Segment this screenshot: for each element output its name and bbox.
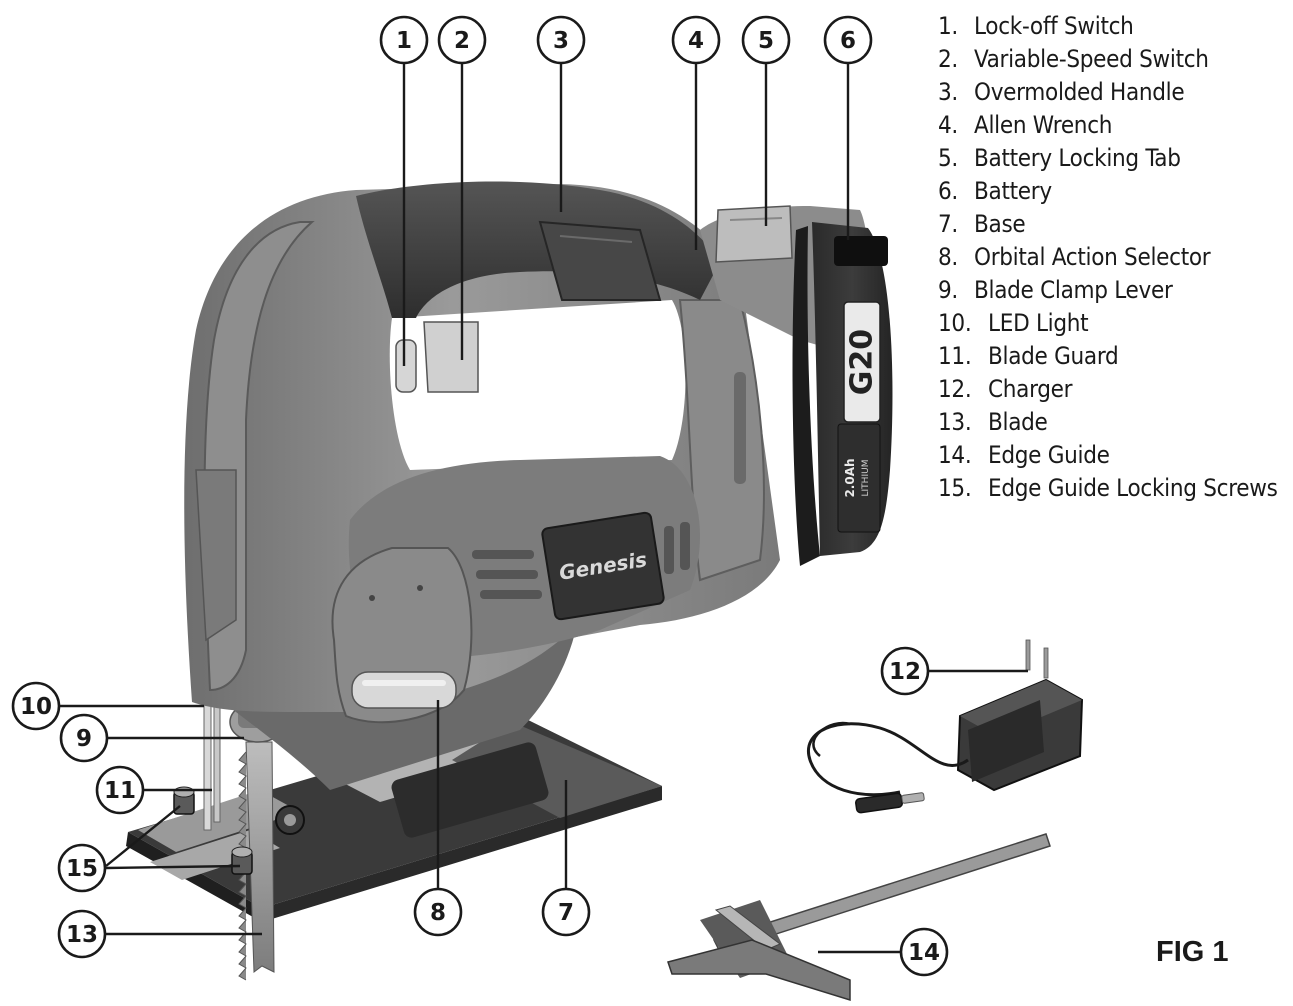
svg-text:2: 2 <box>454 28 470 54</box>
parts-list-item: 12.Charger <box>938 375 1073 403</box>
callout-4: 4 <box>671 15 721 65</box>
parts-list-item: 2.Variable-Speed Switch <box>938 45 1209 73</box>
callout-6: 6 <box>823 15 873 65</box>
parts-list-item: 10.LED Light <box>938 309 1089 337</box>
callout-13: 13 <box>57 909 107 959</box>
svg-text:10: 10 <box>20 694 52 720</box>
battery-label: G20 2.0Ah LITHIUM <box>837 301 881 533</box>
callout-3: 3 <box>536 15 586 65</box>
leader-lines <box>60 64 1028 954</box>
figure-label: FIG 1 <box>1156 936 1229 968</box>
battery-locking-tab <box>715 205 793 263</box>
callout-1: 1 <box>379 15 429 65</box>
svg-text:11: 11 <box>104 778 136 804</box>
parts-list-item: 11.Blade Guard <box>938 342 1119 370</box>
svg-text:3: 3 <box>553 28 569 54</box>
svg-text:12: 12 <box>889 659 921 685</box>
vent-slots <box>472 522 690 599</box>
parts-list-item: 4.Allen Wrench <box>938 111 1113 139</box>
parts-list: 1.Lock-off Switch 2.Variable-Speed Switc… <box>938 10 1278 505</box>
charger <box>806 639 1084 814</box>
svg-text:4: 4 <box>688 28 704 54</box>
svg-text:6: 6 <box>840 28 856 54</box>
parts-list-item: 8.Orbital Action Selector <box>938 243 1211 271</box>
lock-off-switch <box>395 339 417 393</box>
parts-list-item: 7.Base <box>938 210 1026 238</box>
parts-list-item: 14.Edge Guide <box>938 441 1110 469</box>
callout-2: 2 <box>437 15 487 65</box>
svg-text:7: 7 <box>558 900 574 926</box>
parts-list-item: 3.Overmolded Handle <box>938 78 1185 106</box>
battery-capacity-label: 2.0Ah <box>843 458 857 497</box>
callout-10: 10 <box>11 681 61 731</box>
parts-list-item: 9.Blade Clamp Lever <box>938 276 1173 304</box>
parts-list-item: 5.Battery Locking Tab <box>938 144 1181 172</box>
battery-pack: G20 2.0Ah LITHIUM <box>700 205 893 566</box>
parts-list-item: 6.Battery <box>938 177 1052 205</box>
battery-model-label: G20 <box>845 329 880 395</box>
callout-8: 8 <box>413 887 463 937</box>
main-body <box>184 184 781 712</box>
svg-text:14: 14 <box>908 940 940 966</box>
callout-12: 12 <box>880 646 930 696</box>
callout-5: 5 <box>741 15 791 65</box>
callout-9: 9 <box>59 713 109 763</box>
callout-7: 7 <box>541 887 591 937</box>
svg-text:13: 13 <box>66 922 98 948</box>
callout-14: 14 <box>899 927 949 977</box>
callout-15: 15 <box>57 843 107 893</box>
svg-text:9: 9 <box>76 726 92 752</box>
svg-text:8: 8 <box>430 900 446 926</box>
callout-11: 11 <box>95 765 145 815</box>
orbital-action-selector <box>331 547 473 724</box>
overmolded-handle <box>356 181 720 318</box>
parts-list-item: 1.Lock-off Switch <box>938 12 1134 40</box>
battery-chemistry-label: LITHIUM <box>861 460 871 497</box>
variable-speed-trigger <box>423 321 479 393</box>
svg-text:15: 15 <box>66 856 98 882</box>
parts-list-item: 13.Blade <box>938 408 1048 436</box>
svg-text:5: 5 <box>758 28 774 54</box>
parts-list-item: 15.Edge Guide Locking Screws <box>938 474 1278 502</box>
svg-text:1: 1 <box>396 28 412 54</box>
edge-guide <box>667 833 1051 1002</box>
